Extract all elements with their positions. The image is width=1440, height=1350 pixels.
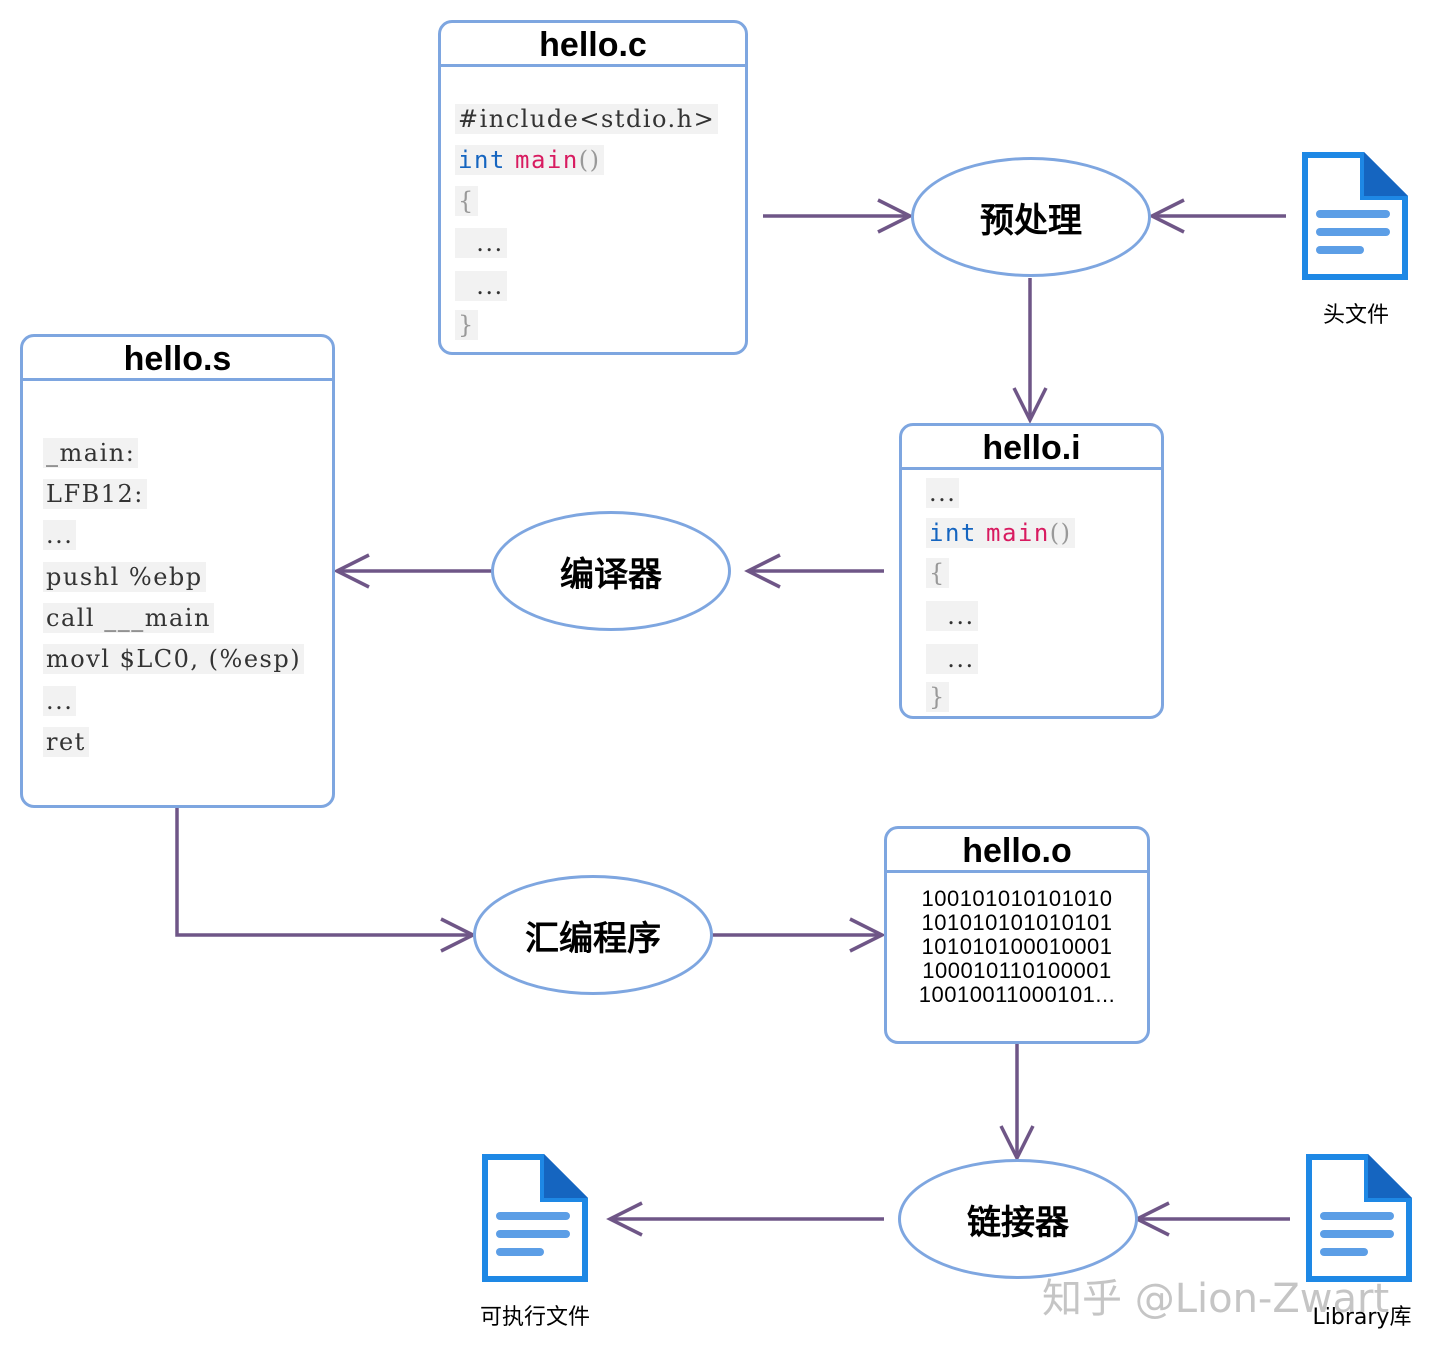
watermark: 知乎 @Lion-Zwart xyxy=(1042,1276,1390,1322)
executable-file-label: 可执行文件 xyxy=(479,1305,591,1330)
code-line: pushl %ebp xyxy=(43,562,206,592)
code-line: ... xyxy=(926,601,978,631)
code-line: } xyxy=(455,310,478,340)
code-line: call ___main xyxy=(43,603,214,633)
code-line: #include<stdio.h> xyxy=(455,104,719,134)
hello-c-title: hello.c xyxy=(441,23,745,67)
hello-s-box: hello.s _main: LFB12: ... pushl %ebp cal… xyxy=(20,334,335,808)
code-line: { xyxy=(926,558,949,588)
function-main: main xyxy=(515,146,579,174)
binary-line: 100101010101010 xyxy=(921,886,1113,911)
code-line: ... xyxy=(926,478,960,508)
code-line: ... xyxy=(43,686,77,716)
library-file-icon xyxy=(1306,1154,1412,1282)
binary-line: 100010110100001 xyxy=(922,958,1112,983)
executable-file-icon xyxy=(482,1154,588,1282)
hello-o-title: hello.o xyxy=(887,829,1147,873)
hello-o-box: hello.o 100101010101010 101010101010101 … xyxy=(884,826,1150,1044)
code-line: ... xyxy=(926,644,978,674)
keyword-int: int xyxy=(929,519,977,547)
arrow-hello-s-to-assembler xyxy=(175,808,477,953)
binary-line: 101010100010001 xyxy=(921,934,1113,959)
code-line: int main() xyxy=(455,145,604,175)
binary-content: 100101010101010 101010101010101 10101010… xyxy=(887,887,1147,1007)
header-file-label: 头文件 xyxy=(1322,303,1390,328)
binary-line: 10010011000101... xyxy=(918,982,1116,1007)
code-line: movl $LC0, (%esp) xyxy=(43,644,305,674)
assembler-node: 汇编程序 xyxy=(473,875,713,995)
code-line: } xyxy=(926,682,949,712)
linker-node: 链接器 xyxy=(898,1159,1138,1279)
binary-line: 101010101010101 xyxy=(921,910,1113,935)
hello-c-box: hello.c #include<stdio.h> int main() { .… xyxy=(438,20,748,355)
parens: () xyxy=(578,146,601,174)
keyword-int: int xyxy=(458,146,506,174)
code-line: _main: xyxy=(43,438,139,468)
code-line: int main() xyxy=(926,518,1075,548)
compiler-node: 编译器 xyxy=(491,511,731,631)
code-line: ... xyxy=(455,228,507,258)
hello-i-box: hello.i ... int main() { ... ... } xyxy=(899,423,1164,719)
preprocessor-node: 预处理 xyxy=(911,157,1151,277)
function-main: main xyxy=(986,519,1050,547)
code-line: { xyxy=(455,186,478,216)
code-line: ... xyxy=(43,520,77,550)
library-file-label: Library库 xyxy=(1312,1305,1412,1330)
parens: () xyxy=(1049,519,1072,547)
header-file-icon xyxy=(1302,152,1408,280)
hello-i-title: hello.i xyxy=(902,426,1161,470)
code-line: ret xyxy=(43,727,89,757)
code-line: ... xyxy=(455,271,507,301)
hello-s-title: hello.s xyxy=(23,337,332,381)
code-line: LFB12: xyxy=(43,479,147,509)
